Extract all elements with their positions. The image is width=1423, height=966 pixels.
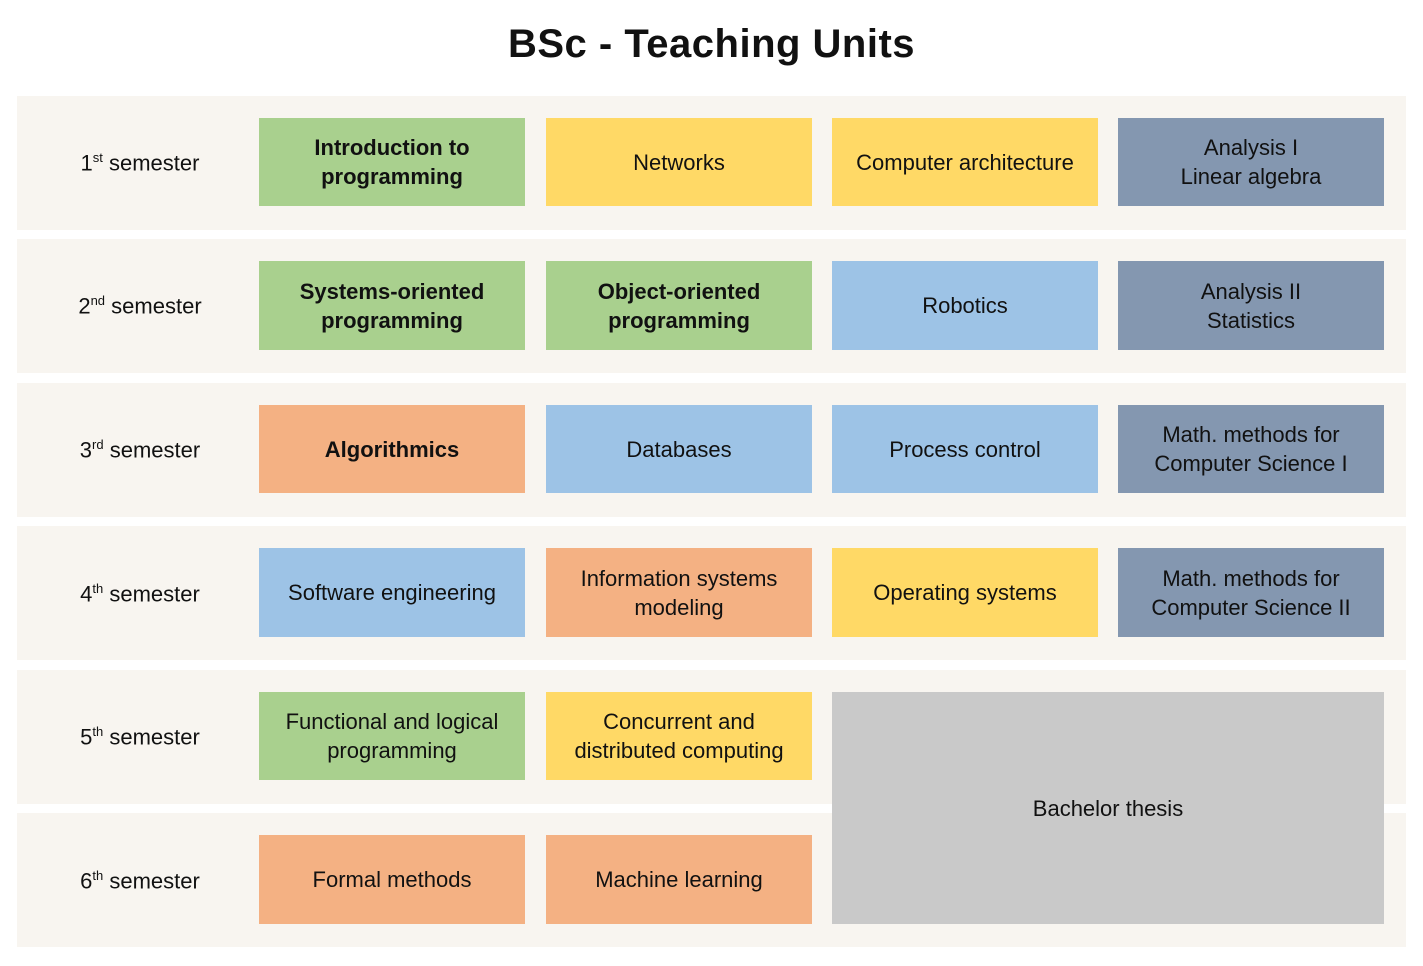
- semester-label-5: 5th semester: [80, 724, 200, 750]
- unit-algorithmics: Algorithmics: [259, 405, 525, 493]
- unit-math-methods-cs-ii: Math. methods for Computer Science II: [1118, 548, 1384, 637]
- unit-information-systems-modeling: Information systems modeling: [546, 548, 812, 637]
- unit-computer-architecture: Computer architecture: [832, 118, 1098, 206]
- semester-label-6: 6th semester: [80, 868, 200, 894]
- unit-analysis-i-linear-algebra: Analysis I Linear algebra: [1118, 118, 1384, 206]
- unit-operating-systems: Operating systems: [832, 548, 1098, 637]
- unit-analysis-ii-statistics: Analysis II Statistics: [1118, 261, 1384, 350]
- semester-label-4: 4th semester: [80, 581, 200, 607]
- unit-object-oriented-programming: Object-oriented programming: [546, 261, 812, 350]
- unit-introduction-to-programming: Introduction to programming: [259, 118, 525, 206]
- semester-label-3: 3rd semester: [79, 437, 201, 463]
- unit-machine-learning: Machine learning: [546, 835, 812, 924]
- unit-math-methods-cs-i: Math. methods for Computer Science I: [1118, 405, 1384, 493]
- unit-functional-and-logical-programming: Functional and logical programming: [259, 692, 525, 780]
- unit-networks: Networks: [546, 118, 812, 206]
- unit-bachelor-thesis: Bachelor thesis: [832, 692, 1384, 924]
- unit-software-engineering: Software engineering: [259, 548, 525, 637]
- unit-databases: Databases: [546, 405, 812, 493]
- semester-label-1: 1st semester: [80, 150, 200, 176]
- page-title: BSc - Teaching Units: [507, 22, 916, 66]
- unit-process-control: Process control: [832, 405, 1098, 493]
- unit-formal-methods: Formal methods: [259, 835, 525, 924]
- unit-systems-oriented-programming: Systems-oriented programming: [259, 261, 525, 350]
- unit-concurrent-and-distributed-computing: Concurrent and distributed computing: [546, 692, 812, 780]
- semester-label-2: 2nd semester: [78, 293, 202, 319]
- unit-robotics: Robotics: [832, 261, 1098, 350]
